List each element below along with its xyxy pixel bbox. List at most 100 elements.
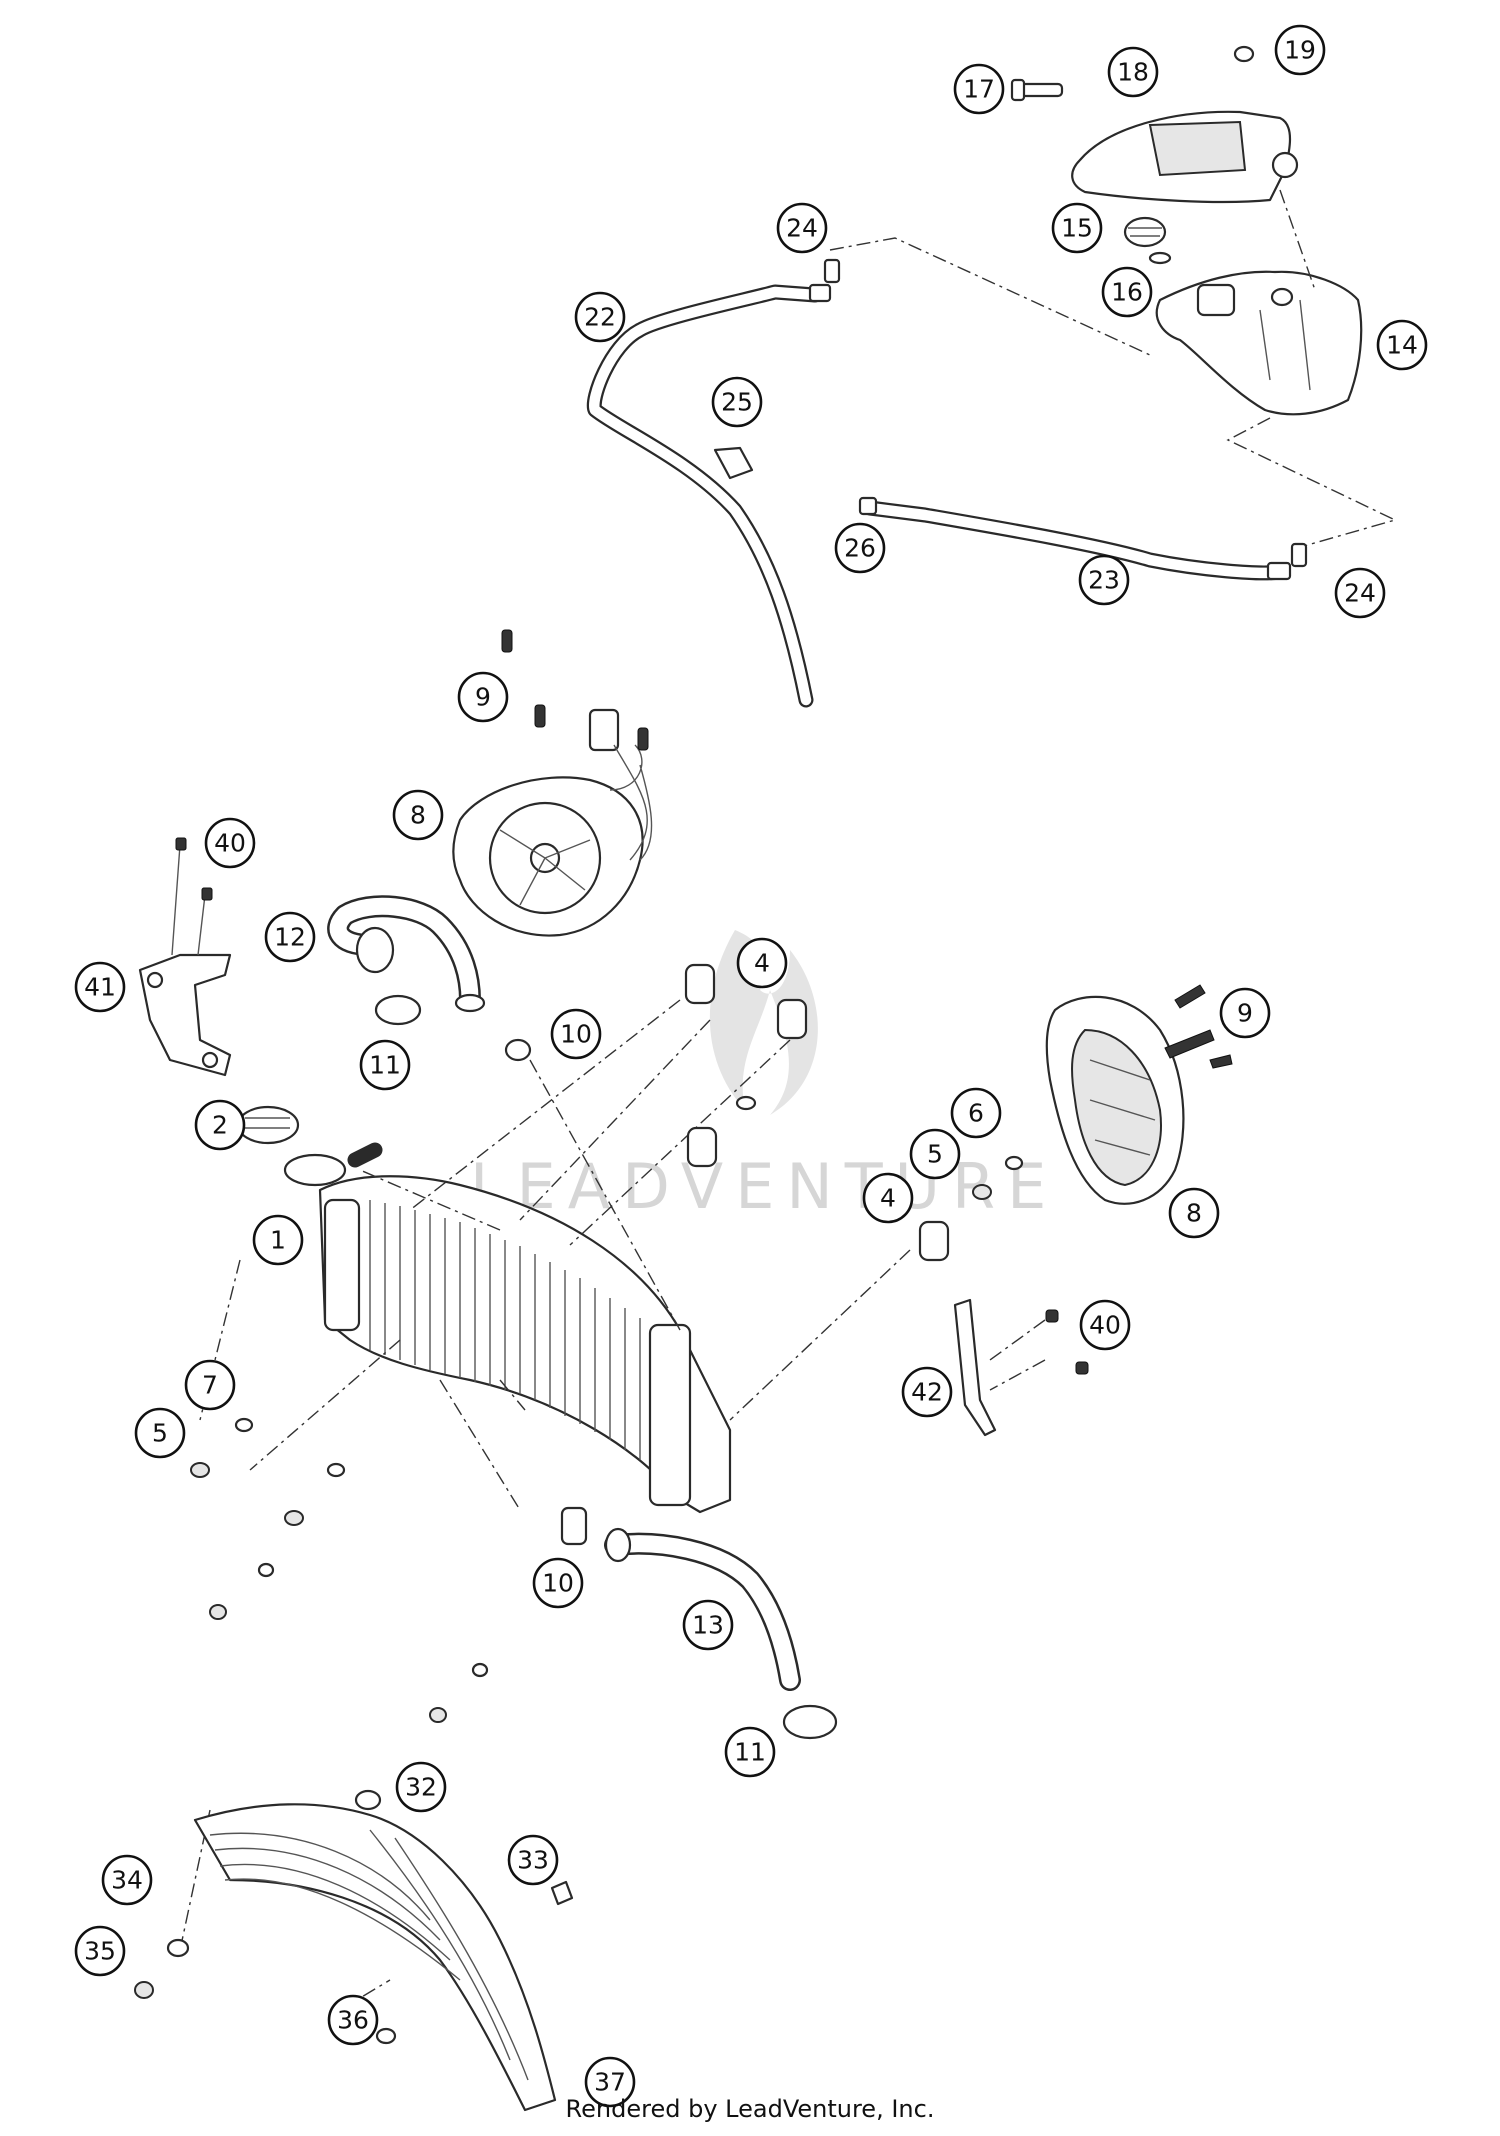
- svg-text:17: 17: [963, 75, 995, 104]
- radiator-cap-2: [236, 1105, 300, 1145]
- svg-text:26: 26: [844, 534, 876, 563]
- clip-24-top: [823, 258, 841, 284]
- svg-text:35: 35: [84, 1937, 116, 1966]
- svg-text:36: 36: [337, 2006, 369, 2035]
- radiator-fan-right: [1045, 995, 1185, 1205]
- callout-23: 23: [1078, 554, 1130, 606]
- hose-clamp-10-lower: [560, 1506, 588, 1546]
- expansion-tank-cover: [1071, 110, 1299, 204]
- callout-labels: 1 2 4 4 5 5 6 7 8 8 9 9 10 10 11 11 12 1…: [74, 24, 1428, 2108]
- svg-text:10: 10: [560, 1020, 592, 1049]
- svg-text:24: 24: [1344, 579, 1376, 608]
- svg-text:14: 14: [1386, 331, 1418, 360]
- callout-11-upper: 11: [359, 1039, 411, 1091]
- radiator-grille-37: [134, 1789, 574, 2112]
- svg-text:8: 8: [1186, 1199, 1202, 1228]
- footer-credit: Rendered by LeadVenture, Inc.: [565, 2095, 935, 2123]
- svg-text:15: 15: [1061, 214, 1093, 243]
- radiator-1: [283, 1142, 732, 1514]
- svg-text:18: 18: [1117, 58, 1149, 87]
- svg-text:2: 2: [212, 1111, 228, 1140]
- svg-text:4: 4: [754, 949, 770, 978]
- svg-text:23: 23: [1088, 566, 1120, 595]
- svg-text:19: 19: [1284, 36, 1316, 65]
- svg-text:4: 4: [880, 1184, 896, 1213]
- callout-25: 25: [711, 376, 763, 428]
- radiator-fins: [369, 1200, 641, 1460]
- callout-22: 22: [574, 291, 626, 343]
- callout-14: 14: [1376, 319, 1428, 371]
- callout-34: 34: [101, 1854, 153, 1906]
- svg-text:5: 5: [927, 1140, 943, 1169]
- callout-33: 33: [507, 1834, 559, 1886]
- svg-text:11: 11: [734, 1738, 766, 1767]
- callout-12: 12: [264, 911, 316, 963]
- hose-clamp-10-upper: [504, 1038, 532, 1062]
- svg-text:9: 9: [475, 683, 491, 712]
- svg-text:12: 12: [274, 923, 306, 952]
- callout-5-right: 5: [909, 1128, 961, 1180]
- callout-8-upper: 8: [392, 789, 444, 841]
- callout-9-right: 9: [1219, 987, 1271, 1039]
- bracket-41: [138, 837, 232, 1077]
- screws-9-upper: [501, 629, 649, 751]
- coolant-hose-12: [327, 895, 486, 1013]
- svg-text:37: 37: [594, 2068, 626, 2097]
- callout-37: 37: [584, 2056, 636, 2108]
- seal-16: [1148, 251, 1172, 265]
- rubber-bushing-4-top: [684, 963, 716, 1005]
- hose-clamp-11-upper: [374, 994, 422, 1026]
- rubber-bushing-4-mid: [686, 998, 808, 1168]
- callout-40-right: 40: [1079, 1299, 1131, 1351]
- svg-text:7: 7: [202, 1371, 218, 1400]
- hose-clamp-11-lower: [782, 1704, 838, 1740]
- callout-7: 7: [184, 1359, 236, 1411]
- screws-9-right: [1164, 984, 1233, 1069]
- watermark-text: LEADVENTURE: [470, 1150, 1058, 1223]
- clip-24-right: [1290, 542, 1308, 568]
- svg-text:42: 42: [911, 1378, 943, 1407]
- svg-text:32: 32: [405, 1773, 437, 1802]
- bolt-17: [1010, 78, 1064, 102]
- svg-text:24: 24: [786, 214, 818, 243]
- callout-5-left: 5: [134, 1407, 186, 1459]
- callout-35: 35: [74, 1925, 126, 1977]
- callout-2: 2: [194, 1099, 246, 1151]
- callout-18: 18: [1107, 46, 1159, 98]
- callout-26: 26: [834, 522, 886, 574]
- svg-text:34: 34: [111, 1866, 143, 1895]
- svg-text:1: 1: [270, 1226, 286, 1255]
- callout-24-top: 24: [776, 202, 828, 254]
- callout-17: 17: [953, 63, 1005, 115]
- bracket-42: [953, 1298, 1089, 1437]
- callout-4-right: 4: [862, 1172, 914, 1224]
- callout-24-right: 24: [1334, 567, 1386, 619]
- leader-line: [199, 999, 911, 1511]
- callout-8-right: 8: [1168, 1187, 1220, 1239]
- callout-4-top: 4: [736, 937, 788, 989]
- washer-19: [1233, 45, 1255, 63]
- callout-36: 36: [327, 1994, 379, 2046]
- svg-text:16: 16: [1111, 278, 1143, 307]
- svg-text:5: 5: [152, 1419, 168, 1448]
- radiator-fan-upper: [452, 708, 653, 937]
- callout-6: 6: [950, 1087, 1002, 1139]
- washer-5-right: [972, 1184, 992, 1200]
- rubber-bushing-4-right: [918, 1220, 950, 1262]
- callout-41: 41: [74, 961, 126, 1013]
- expansion-tank: [1155, 270, 1363, 416]
- svg-text:13: 13: [692, 1611, 724, 1640]
- callout-40-upper: 40: [204, 817, 256, 869]
- svg-text:25: 25: [721, 388, 753, 417]
- svg-text:10: 10: [542, 1569, 574, 1598]
- callout-10-upper: 10: [550, 1008, 602, 1060]
- svg-text:9: 9: [1237, 999, 1253, 1028]
- clip-25: [713, 446, 754, 480]
- callout-15: 15: [1051, 202, 1103, 254]
- leader-line: [829, 189, 1397, 551]
- callout-13: 13: [682, 1599, 734, 1651]
- svg-text:22: 22: [584, 303, 616, 332]
- callout-16: 16: [1101, 266, 1153, 318]
- leader-line: [179, 1169, 1046, 2011]
